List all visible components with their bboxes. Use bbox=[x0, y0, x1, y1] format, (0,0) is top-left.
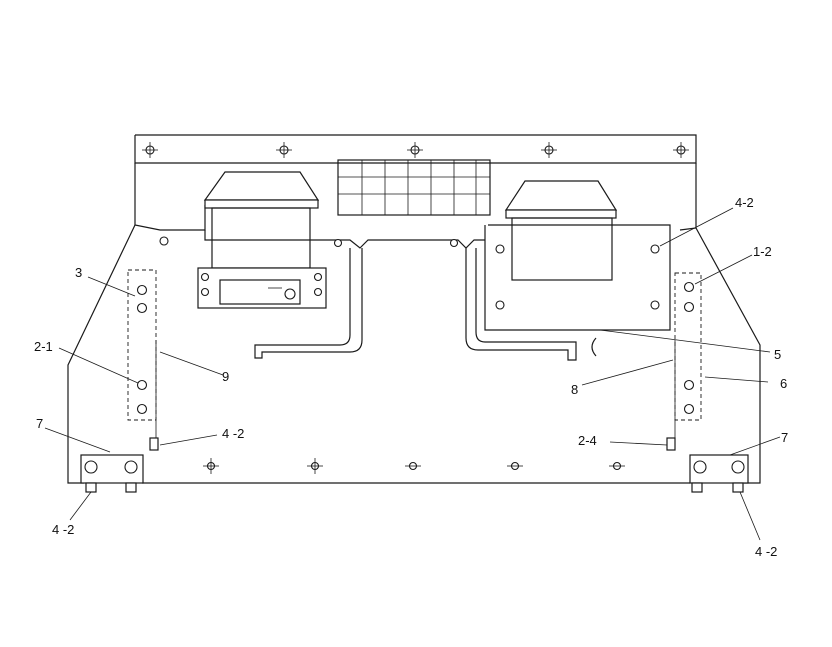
callout-label: 7 bbox=[36, 416, 43, 431]
callout-label: 2-4 bbox=[578, 433, 597, 448]
left-funnel-bracket bbox=[197, 171, 327, 309]
callout-labels: 4-2 1-2 3 2-1 9 5 8 6 7 4 -2 2-4 7 4 -2 … bbox=[34, 195, 788, 559]
left-side-bracket bbox=[127, 269, 159, 451]
main-plate bbox=[67, 224, 761, 484]
callout-label: 8 bbox=[571, 382, 578, 397]
callout-label: 3 bbox=[75, 265, 82, 280]
callout-label: 2-1 bbox=[34, 339, 53, 354]
callout-label: 7 bbox=[781, 430, 788, 445]
left-hose bbox=[254, 248, 363, 359]
callout-label: 1-2 bbox=[753, 244, 772, 259]
bottom-bolt-row bbox=[203, 458, 625, 474]
callout-label: 4 -2 bbox=[755, 544, 777, 559]
right-foot bbox=[689, 454, 749, 493]
callout-label: 4 -2 bbox=[222, 426, 244, 441]
left-foot bbox=[80, 454, 144, 493]
leader-lines bbox=[44, 207, 781, 541]
right-hose bbox=[465, 248, 597, 361]
vent-grille bbox=[337, 159, 491, 216]
right-side-bracket bbox=[666, 272, 702, 451]
top-frame bbox=[134, 134, 697, 231]
callout-label: 5 bbox=[774, 347, 781, 362]
callout-label: 4-2 bbox=[735, 195, 754, 210]
callout-label: 6 bbox=[780, 376, 787, 391]
top-bolt-row bbox=[142, 142, 689, 158]
callout-label: 9 bbox=[222, 369, 229, 384]
callout-label: 4 -2 bbox=[52, 522, 74, 537]
right-funnel-bracket bbox=[484, 180, 671, 331]
